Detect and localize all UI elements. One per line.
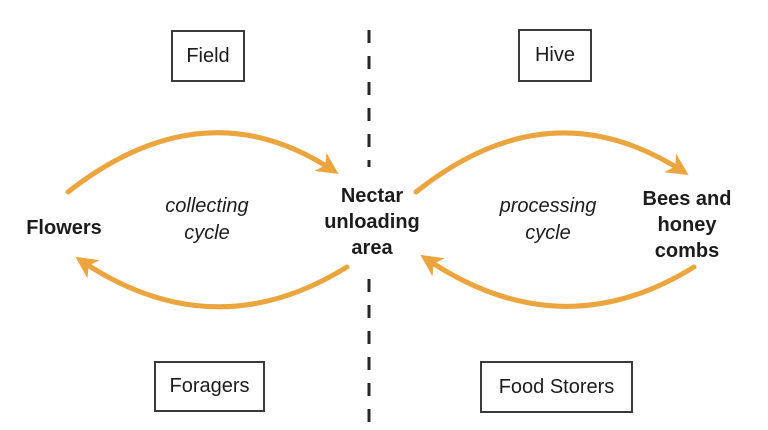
foragers-label: Foragers — [169, 375, 250, 397]
hive-label: Hive — [534, 44, 575, 66]
food-storers-label: Food Storers — [498, 375, 615, 398]
collecting-cycle-forward-arrow — [65, 130, 339, 195]
field-label: Field — [186, 44, 230, 67]
processing-cycle-forward-arrow — [413, 130, 689, 195]
node-flowers: Flowers — [26, 217, 102, 239]
collecting-cycle-label: collecting cycle — [165, 195, 249, 244]
field-box: Field — [171, 30, 245, 82]
hive-box: Hive — [518, 29, 592, 82]
collecting-cycle-return-arrow — [75, 256, 350, 310]
food-storers-box: Food Storers — [480, 361, 633, 413]
processing-cycle-return-arrow — [420, 254, 697, 309]
foragers-box: Foragers — [154, 361, 265, 412]
node-bees-and-honey-combs: Bees and honey combs — [642, 188, 732, 262]
node-nectar-unloading-area: Nectar unloading area — [302, 177, 442, 267]
processing-cycle-label: processing cycle — [499, 195, 597, 244]
